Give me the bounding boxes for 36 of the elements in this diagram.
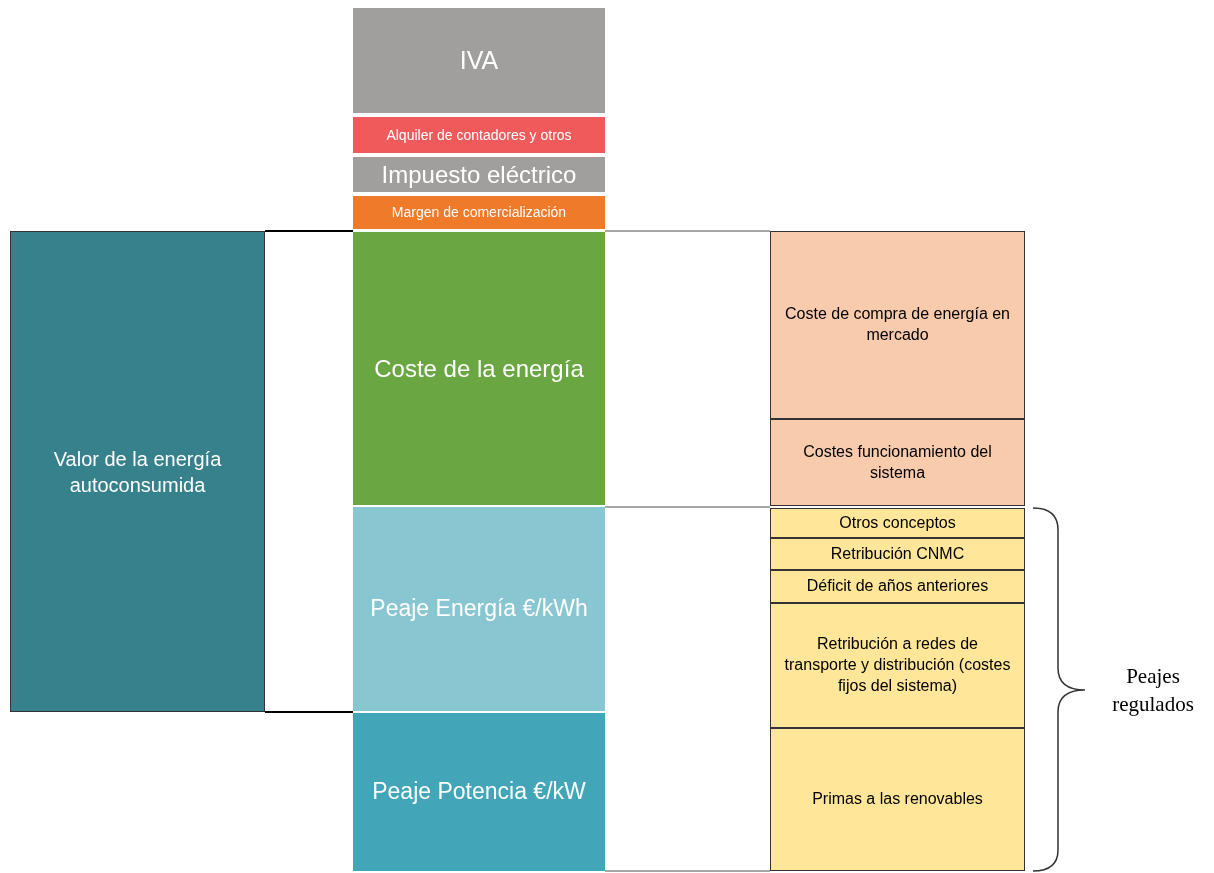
cost-block <box>770 570 1025 603</box>
block-label: IVA <box>459 45 499 77</box>
block-label: Primas a las renovables <box>812 789 983 810</box>
cost-block <box>10 231 265 712</box>
block-label: Coste de compra de energía en mercado <box>784 304 1011 345</box>
cost-block <box>770 728 1025 871</box>
cost-block <box>770 231 1025 419</box>
connector-line <box>604 870 771 872</box>
cost-block <box>353 232 605 505</box>
block-label: Costes funcionamiento del sistema <box>802 441 993 483</box>
cost-block <box>353 507 605 711</box>
cost-block <box>770 538 1025 570</box>
cost-block <box>770 603 1025 728</box>
cost-block <box>353 196 605 229</box>
block-label: Valor de la energía autoconsumida <box>52 446 223 498</box>
cost-block <box>353 117 605 153</box>
block-label: Peaje Energía €/kWh <box>370 594 588 624</box>
cost-block <box>770 508 1025 538</box>
block-label: Impuesto eléctrico <box>381 159 577 190</box>
connector-line <box>264 711 354 713</box>
block-label: Déficit de años anteriores <box>806 576 989 597</box>
cost-block <box>770 419 1025 506</box>
cost-block <box>353 8 605 113</box>
block-label: Margen de comercialización <box>391 203 567 222</box>
connector-line <box>604 230 771 232</box>
connector-line <box>264 230 354 232</box>
block-label: Retribución CNMC <box>830 543 965 564</box>
block-label: Coste de la energía <box>374 353 584 384</box>
cost-block <box>353 713 605 871</box>
block-label: Otros conceptos <box>839 512 956 533</box>
block-label: Peaje Potencia €/kW <box>372 777 586 807</box>
block-label: Retribución a redes de transporte y distribución (costes fijos del sistema) <box>783 634 1012 696</box>
block-label: Alquiler de contadores y otros <box>386 125 572 145</box>
cost-block <box>353 157 605 192</box>
connector-line <box>604 506 771 508</box>
brace-label: Peajes regulados <box>1111 663 1195 719</box>
